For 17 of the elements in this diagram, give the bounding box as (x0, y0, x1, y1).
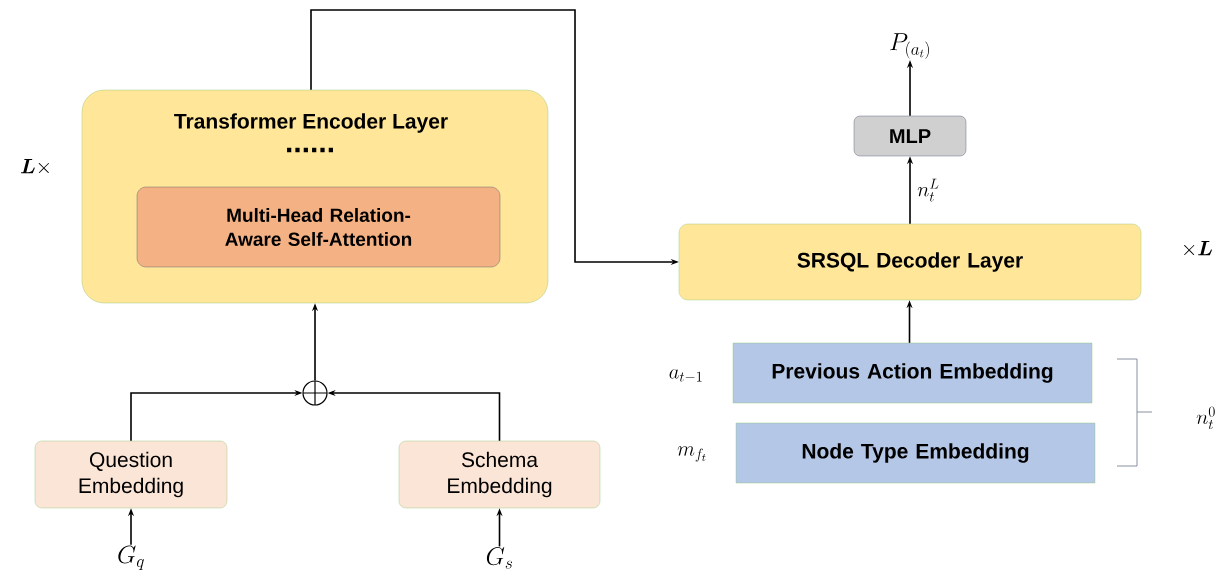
sum-symbol (302, 380, 328, 406)
embedding-box: Previous Action Embedding (732, 342, 1093, 404)
math-symbol: $G_q$ (118, 545, 144, 571)
edge-label: $n_t^L$ (916, 177, 941, 203)
math-label: $\times \boldsymbol{L}$ (1184, 241, 1212, 256)
embedding-box: Schema Embedding (398, 440, 601, 509)
embedding-box: Node Type Embedding (735, 422, 1096, 484)
side-label: $m_{f_t}$ (677, 446, 706, 462)
math-symbol: $P_{(a_t)}$ (890, 33, 929, 59)
math-symbol: $G_s$ (486, 547, 512, 569)
embedding-box: Question Embedding (34, 440, 228, 509)
math-label: $n_t^0$ (1196, 406, 1215, 430)
side-label: $a_{t-1}$ (669, 369, 702, 382)
attention-box: Multi-Head Relation-Aware Self-Attention (136, 186, 501, 268)
math-label: $\boldsymbol{L} \times$ (21, 159, 49, 174)
mlp-box: MLP (853, 115, 967, 157)
decoder-box: SRSQL Decoder Layer (678, 223, 1142, 301)
